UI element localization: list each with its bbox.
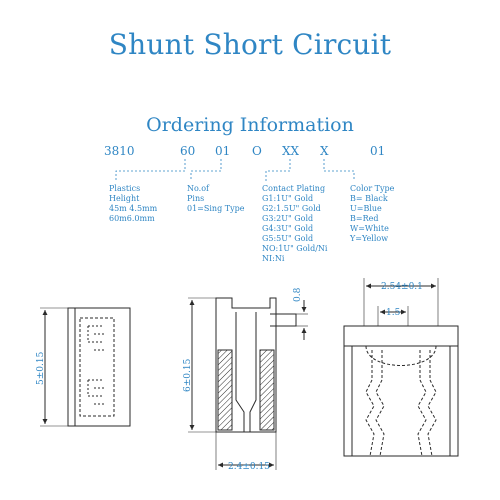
side-view [40, 307, 131, 427]
note-line: 45m 4.5mm [109, 204, 158, 213]
section-hatch-left [217, 349, 233, 431]
note-line: G2:1.5U" Gold [262, 204, 321, 213]
note-line: 60m6.0mm [109, 214, 155, 223]
note-line: B= Black [350, 194, 388, 203]
front-top-cap [343, 325, 459, 347]
note-line: Helight [109, 194, 140, 203]
note-pins: No.of Pins 01=Sing Type [187, 184, 245, 213]
note-line: Plastics [109, 184, 140, 193]
page-title: Shunt Short Circuit [108, 28, 392, 61]
code-height: 60 [180, 144, 195, 158]
note-line: Y=Yellow [349, 234, 388, 243]
connector-plating [265, 159, 291, 181]
code-plating: XX [282, 144, 300, 158]
note-line: NI:Ni [262, 254, 285, 263]
note-line: Color Type [350, 184, 395, 193]
dim-top-thickness: 0.8 [293, 287, 303, 302]
front-body [343, 345, 459, 457]
ordering-code-row: 3810 60 01 O XX X 01 [104, 144, 385, 158]
note-line: No.of [187, 184, 210, 193]
dim-width-mid: 2.4±0.15 [228, 462, 270, 472]
note-line: Pins [187, 194, 204, 203]
section-outline [215, 297, 277, 433]
dim-gap: 1.5 [386, 308, 401, 318]
note-line: W=White [350, 224, 389, 233]
note-line: G1:1U" Gold [262, 194, 313, 203]
note-line: U=Blue [350, 204, 382, 213]
note-plating: Contact Plating G1:1U" Gold G2:1.5U" Gol… [262, 184, 328, 263]
dim-height-left: 5±0.15 [36, 351, 46, 385]
dim-height-mid: 6±0.15 [183, 358, 193, 392]
note-line: Contact Plating [262, 184, 325, 193]
note-line: G4:3U" Gold [262, 224, 313, 233]
code-color: X [320, 144, 329, 158]
connector-plastics [115, 159, 186, 181]
dim-pitch: 2.54±0.1 [381, 282, 423, 292]
side-hidden-contacts [87, 325, 104, 405]
side-hidden-cavity [79, 317, 115, 417]
connector-color [323, 159, 355, 181]
ordering-heading: Ordering Information [146, 114, 354, 136]
note-line: NO:1U" Gold/Ni [262, 244, 328, 253]
note-plastics: Plastics Helight 45m 4.5mm 60m6.0mm [109, 184, 158, 223]
front-view [343, 278, 459, 457]
code-series: 3810 [104, 144, 135, 158]
section-contact [235, 312, 257, 432]
connector-pins [190, 159, 222, 181]
code-pins: 01 [215, 144, 230, 158]
note-line: B=Red [350, 214, 378, 223]
code-suffix: 01 [370, 144, 385, 158]
note-line: G3:2U" Gold [262, 214, 313, 223]
section-top-tab [270, 313, 297, 327]
section-hatch-right [259, 349, 275, 431]
note-line: 01=Sing Type [187, 204, 245, 213]
note-line: G5:5U" Gold [262, 234, 313, 243]
front-hidden-arc [365, 345, 437, 366]
front-hidden-legs [365, 350, 437, 457]
code-connectors [115, 159, 355, 181]
section-view [188, 297, 308, 470]
note-color: Color Type B= Black U=Blue B=Red W=White… [349, 184, 395, 243]
code-o: O [252, 144, 262, 158]
side-outline [67, 307, 131, 427]
